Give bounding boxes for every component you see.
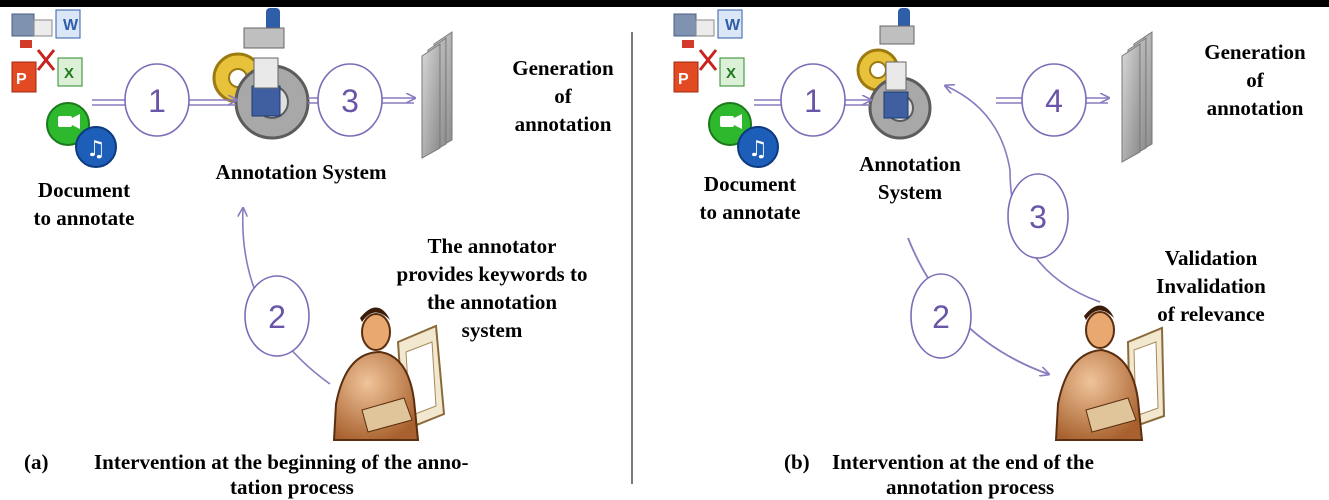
- annotator-person-icon: [1054, 305, 1166, 441]
- svg-text:P: P: [678, 71, 689, 88]
- validation-label: Validation Invalidation of relevance: [1156, 246, 1266, 326]
- caption-line: Intervention at the end of the: [832, 450, 1094, 474]
- step-circle: 2: [244, 275, 310, 357]
- annotation-system-gear-icon: [856, 8, 932, 140]
- annotation-system-gear-icon: [212, 8, 310, 140]
- svg-text:X: X: [726, 65, 736, 82]
- document-label: Document to annotate: [699, 172, 801, 224]
- top-rule: [0, 0, 1329, 7]
- svg-text:♫: ♫: [748, 137, 768, 162]
- step-circle: 1: [124, 63, 190, 137]
- document-files-icon: W P X ♫: [673, 9, 779, 168]
- caption-line: tation process: [230, 475, 354, 499]
- generation-label: Generation of annotation: [512, 56, 614, 136]
- step-number: 2: [268, 299, 286, 335]
- arrow-validation-to-system: [946, 86, 1101, 303]
- annotator-label: The annotator provides keywords to the a…: [396, 234, 588, 342]
- step-circle: 3: [317, 63, 383, 137]
- step-number: 1: [804, 83, 822, 119]
- step-number: 3: [341, 83, 359, 119]
- generation-label: Generation of annotation: [1204, 40, 1306, 120]
- step-circle: 2: [910, 273, 972, 359]
- step-number: 3: [1029, 199, 1047, 235]
- svg-text:♫: ♫: [86, 137, 106, 162]
- document-label: Document to annotate: [33, 178, 135, 230]
- annotation-pages-icon: [1121, 31, 1153, 163]
- annotation-system-label: Annotation System: [215, 160, 387, 184]
- step-circle: 1: [780, 63, 846, 137]
- document-files-icon: W P X ♫: [11, 9, 117, 168]
- annotation-system-label: Annotation System: [859, 152, 961, 204]
- svg-text:W: W: [725, 17, 741, 34]
- caption-tag: (a): [24, 450, 49, 474]
- svg-text:X: X: [64, 65, 74, 82]
- caption-b: (b) Intervention at the end of the annot…: [784, 450, 1224, 500]
- svg-text:W: W: [63, 17, 79, 34]
- panel-divider: [631, 32, 633, 484]
- svg-text:P: P: [16, 71, 27, 88]
- annotation-pages-icon: [421, 31, 453, 159]
- step-circle: 3: [1007, 173, 1069, 259]
- caption-line: Intervention at the beginning of the ann…: [94, 450, 469, 474]
- annotator-person-icon: [332, 307, 446, 441]
- caption-a: (a) Intervention at the beginning of the…: [24, 450, 584, 500]
- step-number: 1: [148, 83, 166, 119]
- step-circle: 4: [1021, 63, 1087, 137]
- step-number: 2: [932, 299, 950, 335]
- caption-line: annotation process: [886, 475, 1055, 499]
- step-number: 4: [1045, 83, 1063, 119]
- caption-tag: (b): [784, 450, 810, 474]
